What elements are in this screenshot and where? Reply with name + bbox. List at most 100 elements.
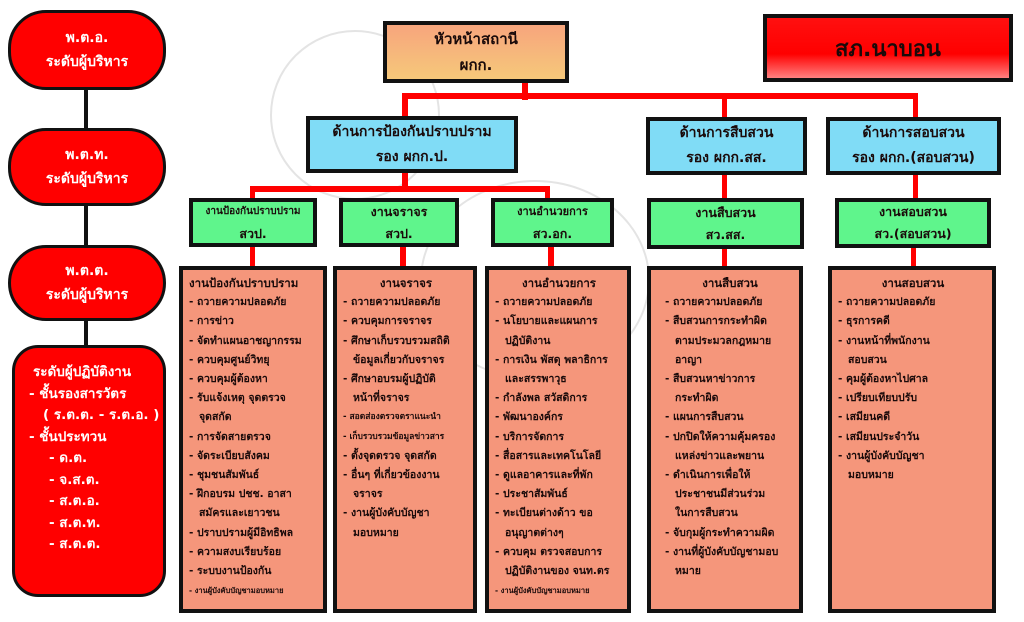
unit-code: สว.สส. — [705, 226, 746, 242]
task-item: และสรรพาวุธ — [505, 373, 567, 386]
task-item: จุดสกัด — [199, 411, 232, 424]
task-item: - ปกปิดให้ความคุ้มครอง — [665, 430, 776, 443]
task-list-admin: งานอำนวยการ- ถวายความปลอดภัย- นโยบายและแ… — [485, 266, 631, 613]
task-item: อาญา — [675, 353, 703, 366]
task-list-title: งานป้องกันปราบปราม — [189, 276, 299, 290]
connector — [911, 245, 916, 268]
task-item: - ประชาสัมพันธ์ — [495, 488, 568, 501]
task-item: - อื่นๆ ที่เกี่ยวข้องงาน — [343, 469, 440, 482]
connector — [250, 186, 550, 192]
head-title: หัวหน้าสถานี — [434, 30, 518, 48]
task-item: หน้าที่จราจร — [353, 392, 410, 405]
task-item: - ระบบงานป้องกัน — [189, 565, 272, 578]
rank: พ.ต.อ. — [65, 30, 109, 46]
rank-level-3: พ.ต.ต. ระดับผู้บริหาร — [8, 245, 166, 321]
task-item: - สืบสวนการกระทำผิด — [665, 315, 767, 328]
task-item: - ธุรการคดี — [838, 315, 890, 328]
task-item: - ดูแลอาคารและที่พัก — [495, 469, 593, 482]
task-item: - สื่อสารและเทคโนโลยี — [495, 449, 602, 462]
connector — [522, 80, 528, 100]
connector — [402, 93, 918, 99]
task-item: - ถวายความปลอดภัย — [343, 296, 441, 309]
task-item: ปฏิบัติงานของ จนท.ตร — [505, 565, 610, 578]
task-item: สอบสวน — [848, 353, 887, 366]
task-item: - สืบสวนหาข่าวการ — [665, 373, 756, 386]
rank-label: ระดับผู้บริหาร — [45, 287, 129, 303]
task-item: จราจร — [353, 488, 383, 501]
task-item: - งานที่ผู้บังคับบัญชามอบ — [665, 545, 779, 558]
task-item: - ถวายความปลอดภัย — [189, 296, 287, 309]
unit-traffic-box: งานจราจร สวป. — [339, 198, 459, 247]
rank-level-1: พ.ต.อ. ระดับผู้บริหาร — [8, 10, 166, 90]
operators-line: - ส.ต.อ. — [49, 493, 100, 509]
station-title-box: สภ.นาบอน — [763, 14, 1013, 82]
deputy-area: ด้านการสืบสวน — [679, 125, 774, 141]
task-item: - ชุมชนสัมพันธ์ — [189, 469, 260, 482]
unit-name: งานป้องกันปราบปราม — [205, 205, 301, 217]
task-list-investigation: งานสืบสวน - ถวายความปลอดภัย - สืบสวนการกระ… — [647, 266, 803, 613]
unit-inquiry-box: งานสอบสวน สว.(สอบสวน) — [835, 198, 991, 248]
task-item: - งานผู้บังคับบัญชามอบหมาย — [189, 586, 284, 596]
connector — [545, 186, 550, 200]
task-item: - บริการจัดการ — [495, 430, 565, 443]
task-item: - จัดระเบียบสังคม — [189, 449, 270, 462]
deputy-prevention-box: ด้านการป้องกันปราบปราม รอง ผกก.ป. — [306, 116, 518, 173]
task-item: - ความสงบเรียบร้อย — [189, 545, 282, 558]
operators-line: - ชั้นรองสารวัตร — [29, 385, 127, 402]
head-position: ผกก. — [459, 56, 493, 74]
rank-connector — [84, 203, 88, 247]
task-item: มอบหมาย — [353, 526, 399, 539]
task-item: - การข่าว — [189, 315, 234, 328]
connector — [402, 170, 408, 192]
task-list-traffic: งานจราจร - ถวายความปลอดภัย - ควบคุมการจราจ… — [333, 266, 477, 613]
deputy-inquiry-box: ด้านการสอบสวน รอง ผกก.(สอบสวน) — [826, 117, 1001, 175]
deputy-position: รอง ผกก.(สอบสวน) — [852, 150, 975, 166]
task-item: - แผนการสืบสวน — [665, 411, 744, 424]
task-item: มอบหมาย — [848, 469, 894, 482]
task-item: แหล่งข่าวและพยาน — [675, 449, 765, 462]
task-item: ข้อมูลเกี่ยวกับจราจร — [353, 353, 445, 366]
unit-prevention-box: งานป้องกันปราบปราม สวป. — [189, 198, 317, 247]
rank-level-2: พ.ต.ท. ระดับผู้บริหาร — [8, 128, 166, 206]
task-item: - ควบคุม ตรวจสอบการ — [495, 545, 602, 558]
task-list-title: งานสืบสวน — [702, 276, 758, 290]
task-item: - สอดส่องตรวจตราแนะนำ — [343, 412, 441, 423]
unit-name: งานอำนวยการ — [517, 204, 588, 218]
task-item: - ควบคุมการจราจร — [343, 315, 432, 328]
connector — [402, 93, 408, 119]
rank-connector — [84, 318, 88, 348]
task-list-title: งานจราจร — [379, 276, 433, 290]
connector — [913, 173, 918, 200]
task-item: หมาย — [675, 565, 701, 578]
connector — [548, 245, 554, 268]
station-title: สภ.นาบอน — [835, 36, 941, 62]
task-item: - เสมียนประจำวัน — [838, 430, 920, 443]
task-item: - ถวายความปลอดภัย — [665, 296, 763, 309]
operators-line: - ส.ต.ต. — [49, 536, 101, 552]
connector — [913, 93, 918, 119]
operators-line: - ส.ต.ท. — [49, 514, 101, 531]
task-item: ในการสืบสวน — [675, 507, 738, 520]
task-list-prevention: งานป้องกันปราบปราม - ถวายความปลอดภัย - การ… — [179, 266, 327, 613]
unit-name: งานสอบสวน — [879, 204, 947, 219]
task-item: - ควบคุมผู้ต้องหา — [189, 373, 268, 386]
task-item: - ควบคุมศูนย์วิทยุ — [189, 353, 270, 366]
operators-line: - ด.ต. — [49, 450, 88, 466]
task-item: - ตั้งจุดตรวจ จุดสกัด — [343, 449, 437, 462]
task-item: - ทะเบียนต่างด้าว ขอ — [495, 507, 593, 520]
task-item: - งานผู้บังคับบัญชา — [343, 507, 430, 520]
task-item: - การจัดสายตรวจ — [189, 430, 271, 443]
task-item: - นโยบายและแผนการ — [495, 315, 598, 328]
task-item: - ศึกษาอบรมผู้ปฏิบัติ — [343, 373, 436, 386]
deputy-position: รอง ผกก.สส. — [686, 150, 767, 166]
task-item: - ปราบปรามผู้มีอิทธิพล — [189, 526, 294, 539]
unit-code: สวป. — [385, 225, 413, 241]
task-item: - ถวายความปลอดภัย — [838, 296, 936, 309]
rank-label: ระดับผู้บริหาร — [45, 54, 129, 70]
operators-line: ( ร.ต.ต. - ร.ต.อ. ) — [43, 407, 160, 423]
operators-line: - ชั้นประทวน — [29, 428, 107, 445]
connector — [400, 245, 406, 268]
task-item: - เก็บรวบรวมข้อมูลข่าวสาร — [343, 431, 445, 442]
task-item: กระทำผิด — [675, 392, 719, 405]
task-item: - การเงิน พัสดุ พลาธิการ — [495, 353, 608, 366]
